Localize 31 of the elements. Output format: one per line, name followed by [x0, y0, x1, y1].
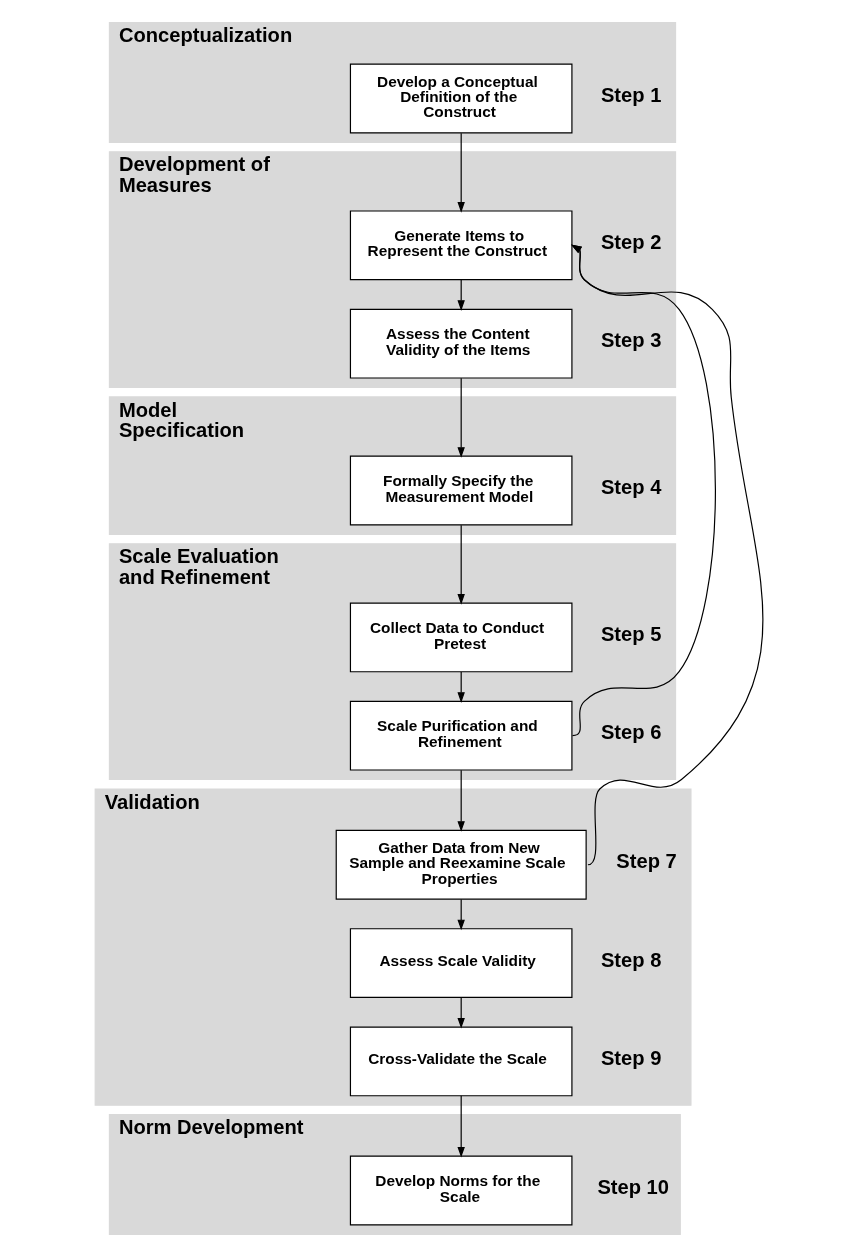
node-label: Step 2 — [600, 231, 661, 254]
node-box: Gather Data from New Sample and Reexamine Scale Properties — [335, 829, 587, 900]
node-box: Develop Norms for the Scale — [349, 1155, 572, 1226]
node-label: Step 4 — [600, 476, 661, 499]
node-box: Assess the Content Validity of the Items — [349, 308, 572, 379]
arrow — [456, 524, 465, 605]
node-label: Step 5 — [600, 623, 661, 646]
arrow — [456, 898, 465, 931]
arrow — [456, 671, 465, 703]
arrow — [456, 997, 465, 1029]
node-label: Step 8 — [600, 948, 661, 971]
arrow — [456, 279, 465, 311]
node-label: Step 1 — [600, 84, 661, 107]
node-box: Generate Items to Represent the Construct — [349, 210, 572, 281]
node-box: Collect Data to Conduct Pretest — [349, 602, 572, 673]
node-box: Cross-Validate the Scale — [349, 1026, 572, 1097]
node-box: Formally Specify the Measurement Model — [349, 455, 572, 526]
node-label: Step 7 — [615, 850, 677, 873]
node-label: Step 3 — [600, 329, 661, 352]
node-box: Develop a Conceptual Definition of the Construct — [349, 63, 572, 134]
node-box: Assess Scale Validity — [349, 928, 572, 998]
arrow — [570, 244, 716, 737]
arrow — [456, 769, 465, 832]
node-label: Step 6 — [600, 721, 661, 744]
node-box: Scale Purification and Refinement — [349, 700, 572, 771]
arrow — [456, 377, 465, 458]
arrow — [570, 244, 763, 866]
node-label: Step 10 — [596, 1176, 669, 1199]
arrow — [456, 1095, 465, 1158]
arrow — [456, 132, 465, 213]
node-label: Step 9 — [600, 1047, 661, 1070]
